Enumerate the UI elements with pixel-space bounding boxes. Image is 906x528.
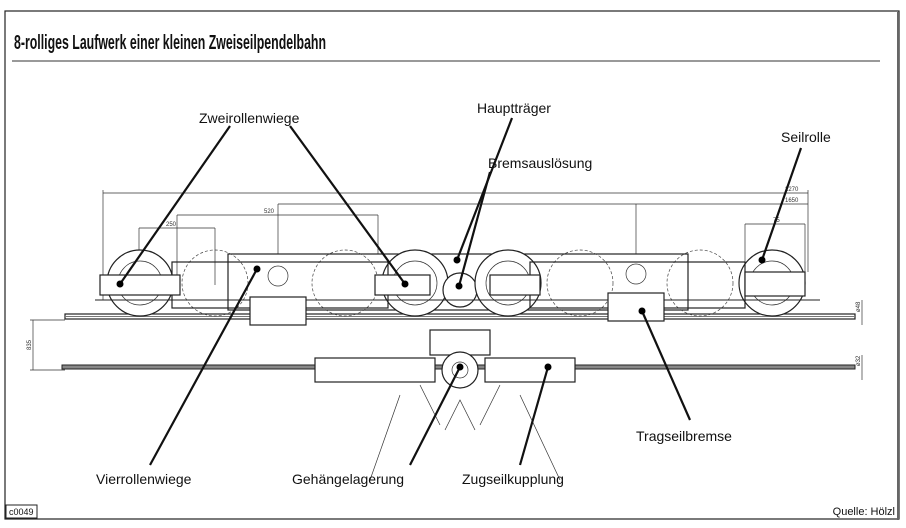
label-zugseilkupplung: Zugseilkupplung [462,471,564,487]
dim-track-rope: ø48 [856,301,862,312]
source-credit: Quelle: Hölzl [833,506,895,518]
track-rope [64,313,856,320]
guide-wheel [442,272,478,308]
label-zweirollenwiege: Zweirollenwiege [199,110,300,126]
label-gehängelagerung: Gehängelagerung [292,471,404,487]
dim-overall: 2270 [785,187,799,193]
figure-id: c0049 [9,507,34,517]
diagram-title: 8-rolliges Laufwerk einer kleinen Zweise… [14,32,326,54]
track-rope-brake-left [249,296,307,326]
dim-inner: 1650 [785,198,799,204]
wheel [181,249,249,317]
label-tragseilbremse: Tragseilbremse [636,428,732,444]
figure-id-box [5,504,38,519]
hanger-assembly [314,329,576,481]
wheel [666,249,734,317]
dim-wheel-pitch: 250 [166,222,177,228]
label-seilrolle: Seilrolle [781,129,831,145]
dim-bogie: 520 [264,209,275,215]
leader-lines [116,117,803,466]
wheel [546,249,614,317]
dim-height: 835 [27,339,33,350]
label-vierrollenwiege: Vierrollenwiege [96,471,192,487]
track-rope-brake-right [607,292,665,322]
label-bremsauslösung: Bremsauslösung [488,155,592,171]
dim-haul-rope: ø32 [856,355,862,366]
label-hauptträger: Hauptträger [477,100,551,116]
